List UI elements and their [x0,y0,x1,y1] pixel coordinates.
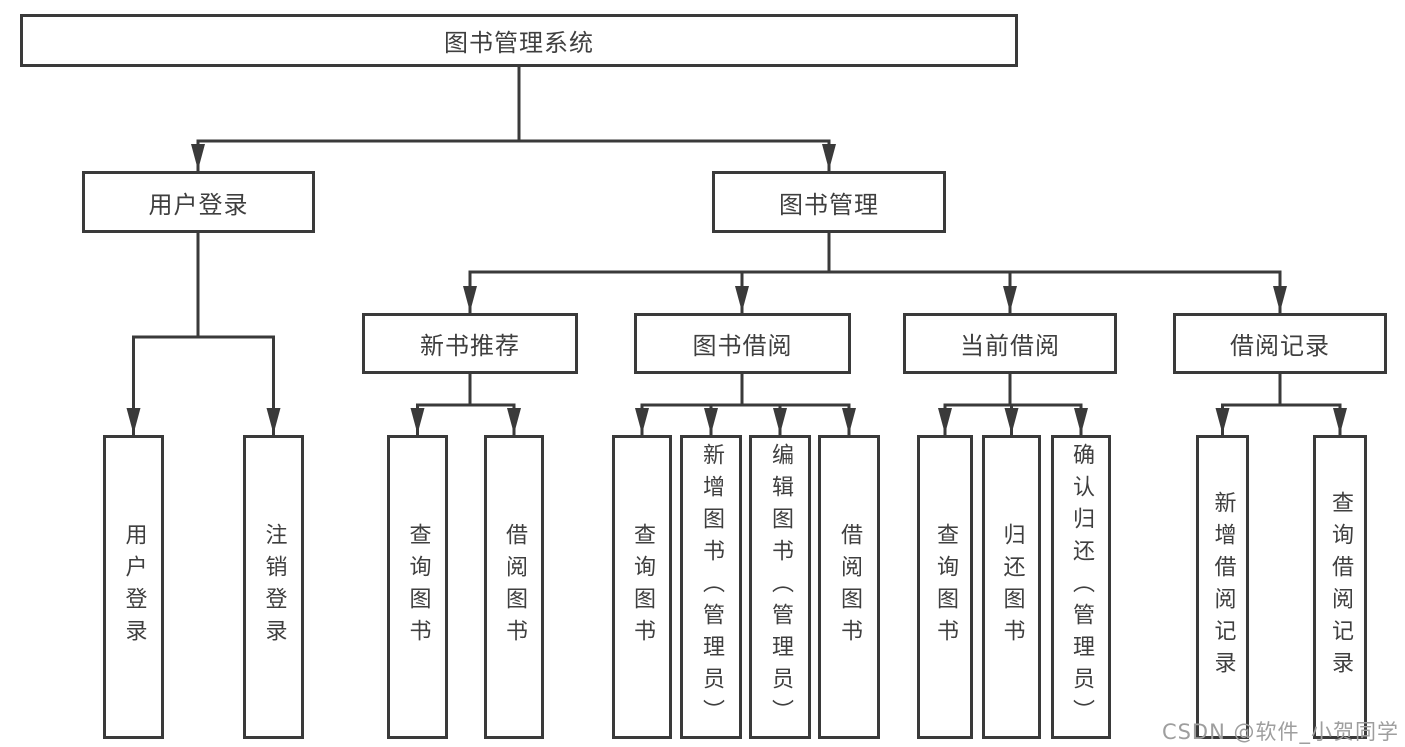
node-leaf-confirm-return-admin: 确认归还（管理员） [1051,435,1111,739]
node-leaf-logout-login: 注销登录 [243,435,304,739]
node-leaf-query-books-3: 查询图书 [917,435,973,739]
node-library-management-system: 图书管理系统 [20,14,1018,67]
node-leaf-query-books-2: 查询图书 [612,435,672,739]
node-leaf-query-books-1: 查询图书 [387,435,448,739]
node-leaf-borrow-books-2: 借阅图书 [818,435,880,739]
node-borrow-records: 借阅记录 [1173,313,1387,374]
node-book-management: 图书管理 [712,171,946,233]
node-leaf-query-borrow-record: 查询借阅记录 [1313,435,1367,739]
node-current-borrowing: 当前借阅 [903,313,1117,374]
node-leaf-user-login: 用户登录 [103,435,164,739]
node-leaf-return-books: 归还图书 [982,435,1041,739]
node-leaf-add-borrow-record: 新增借阅记录 [1196,435,1249,739]
node-new-book-recommendation: 新书推荐 [362,313,578,374]
csdn-watermark: CSDN @软件_小贺同学 [1161,720,1399,744]
node-book-borrowing: 图书借阅 [634,313,851,374]
node-leaf-borrow-books-1: 借阅图书 [484,435,544,739]
node-user-login: 用户登录 [82,171,315,233]
node-leaf-edit-books-admin: 编辑图书（管理员） [749,435,811,739]
node-leaf-add-books-admin: 新增图书（管理员） [680,435,742,739]
